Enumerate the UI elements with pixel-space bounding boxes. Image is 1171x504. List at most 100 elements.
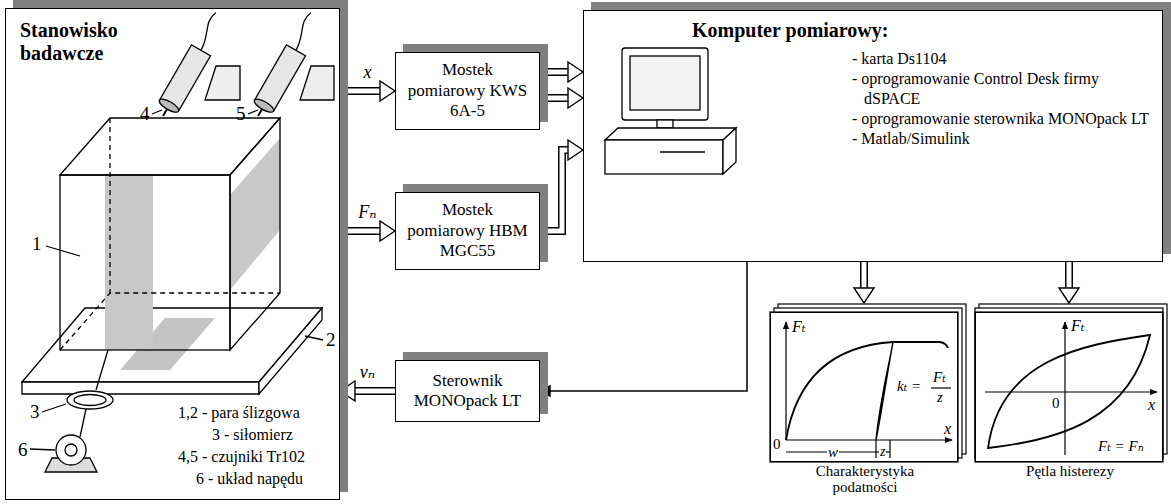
axis-label: Fₜ = Fₙ [1098,438,1144,455]
connector-group [540,262,747,396]
connector [1065,262,1073,289]
connector-group [540,88,583,108]
connector-inner [540,96,569,101]
connector-group [540,140,583,231]
chart-hysteresis [985,322,1157,455]
connector-group [340,381,395,401]
callout-number: 4 [140,104,150,125]
sensor-stand [205,66,240,100]
legend-line: 6 - układ napędu [196,470,303,488]
box-label: Mostek pomiarowy KWS 6A-5 [404,60,531,121]
box-label: Mostek pomiarowy HBM MGC55 [404,200,531,261]
block-front [60,175,230,350]
connector-inner [340,229,381,234]
arrow-head [1059,288,1079,303]
box-heading: Komputer pomiarowy: [692,19,888,42]
callout-number: 1 [32,234,42,255]
connector [540,150,569,231]
connector [549,262,747,391]
signal-label: vₙ [358,363,377,383]
sensor-stand [300,66,334,100]
connector [540,68,569,76]
sensor-cable [289,12,316,50]
connector [860,262,868,289]
arrow-head [380,81,395,101]
callout-number: 6 [18,440,28,461]
chart-caption: Pętla histerezy [1000,461,1140,479]
connector-inner [354,389,395,394]
test-stand-panel: Stanowisko badawcze [5,8,340,500]
hidden-edge [60,293,280,350]
connector-group [340,81,395,101]
computer-box: Komputer pomiarowy:- karta Ds1104- oprog… [583,10,1163,262]
legend-line: 4,5 - czujniki Tr102 [178,448,305,466]
computer-icon [605,48,736,174]
slide-band-side [230,138,280,290]
drive-motor [56,435,86,465]
drive-motor-hub [65,444,77,456]
connector-inner [862,262,867,289]
signal-label: x [362,63,374,83]
item-list: - karta Ds1104- oprogramowanie Control D… [852,49,1152,149]
connector [340,227,381,235]
connector-inner [340,89,381,94]
axis-label: Fₜ [1071,317,1085,335]
arrow-head [540,386,550,396]
callout-number: 5 [236,104,246,125]
rod [96,350,108,390]
bridge-box: Mostek pomiarowy KWS 6A-5 [395,52,540,130]
connector-group [1059,262,1079,303]
block-top [60,118,280,175]
base-plate-side [259,308,322,394]
connector [354,387,395,395]
legend-line: 1,2 - para ślizgowa [178,404,300,422]
list-item: - oprogramowanie sterownika MONOpack LT [852,109,1152,129]
axis-label: 0 [1052,395,1060,412]
callout-number: 2 [326,330,336,351]
connector-group [854,262,874,303]
drive-shaft [80,409,86,437]
axis-label: z [937,389,943,406]
leader-lines [30,110,323,450]
legend-line: 3 - siłomierz [212,426,293,444]
chart-panel: Charakterystyka podatności [770,312,958,462]
connector-inner [540,70,569,75]
box-label: Sterownik MONOpack LT [404,371,531,412]
arrow-head [568,88,583,108]
connector-group [540,62,583,82]
connector-group [340,221,395,241]
signal-label: Fₙ [356,203,378,223]
test-stand [22,10,334,472]
arrow-head [380,221,395,241]
hidden-edge [109,118,110,293]
list-item: - karta Ds1104 [852,49,1152,69]
arrow-head [854,288,874,303]
slide-band [105,175,153,350]
force-gauge [67,391,113,409]
axis-label: kₜ = [897,378,921,395]
arrow-head [568,62,583,82]
arrow-head [340,381,355,401]
connector-inner [1067,262,1072,289]
axis-label: Fₜ [933,369,946,386]
bridge-box: Mostek pomiarowy HBM MGC55 [395,192,540,270]
sensor [248,10,325,121]
controller-box: Sterownik MONOpack LT [395,360,540,422]
arrow-head [568,140,583,160]
connector [540,94,569,102]
sensor [153,10,230,121]
base-plate-front [22,382,259,394]
connector-inner [540,150,569,231]
chart-compliance [786,322,952,458]
axis-label: x [944,420,951,438]
list-item: - oprogramowanie Control Desk firmy dSPA… [852,69,1152,109]
chart-sheets [770,304,1167,462]
sensor-cable [194,12,221,50]
axis-label: z [879,444,886,459]
block-side [230,118,280,350]
chart-panel: Pętla histerezy [975,312,1163,462]
